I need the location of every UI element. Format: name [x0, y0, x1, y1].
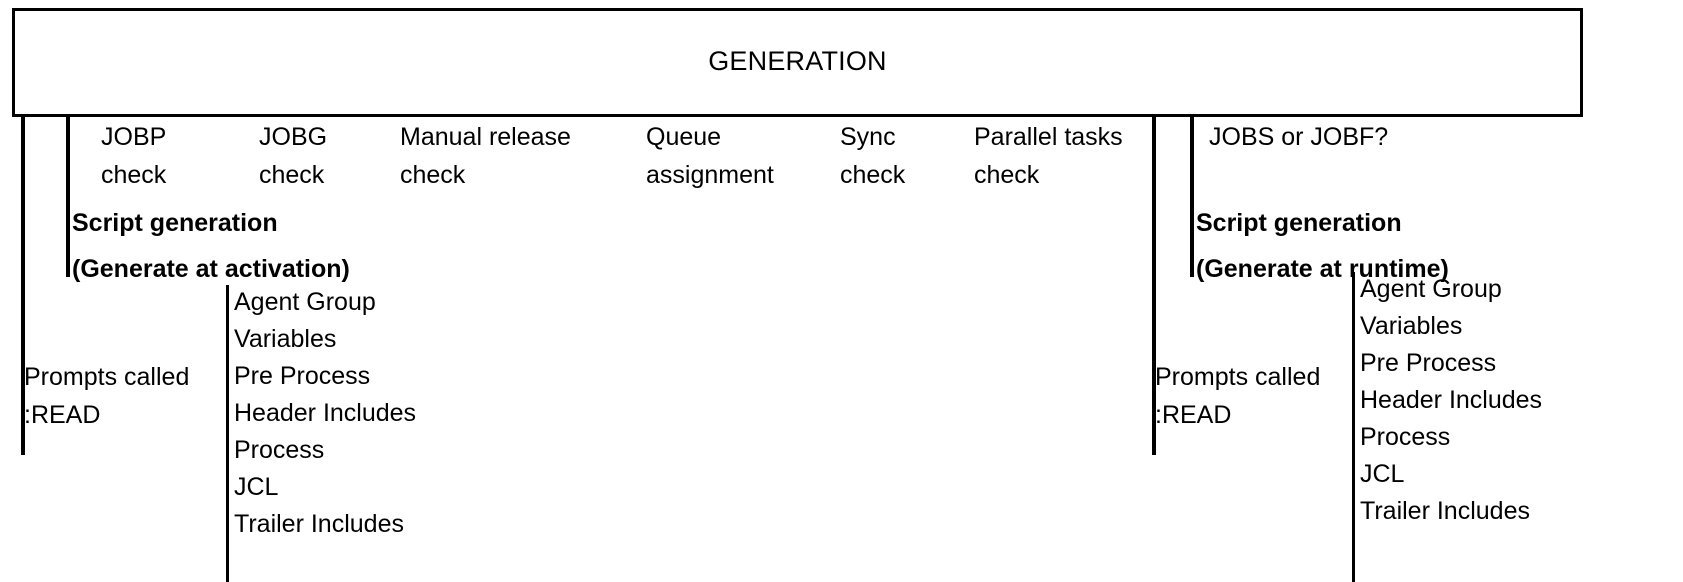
left-components-list: Agent Group Variables Pre Process Header…	[234, 284, 416, 543]
left-prompts-called-label: Prompts called :READ	[24, 358, 189, 434]
header-column-manual-release: Manual release check	[400, 118, 571, 194]
left-script-generation-heading: Script generation (Generate at activatio…	[72, 200, 350, 292]
header-column-jobg-line1: JOBG	[259, 123, 328, 151]
list-item: Pre Process	[234, 362, 371, 390]
header-column-parallel-tasks-line2: check	[974, 161, 1040, 189]
header-column-queue-line1: Queue	[646, 123, 722, 151]
right-script-generation-heading-line2: (Generate at runtime)	[1196, 255, 1449, 283]
left-script-generation-heading-line1: Script generation	[72, 209, 278, 237]
generation-box: GENERATION	[12, 8, 1583, 117]
header-column-jobg-line2: check	[259, 161, 325, 189]
header-column-parallel-tasks-line1: Parallel tasks	[974, 123, 1123, 151]
right-outer-connector-line	[1152, 117, 1156, 455]
jobs-or-jobf-question: JOBS or JOBF?	[1209, 123, 1389, 151]
list-item: Trailer Includes	[234, 510, 404, 538]
header-column-manual-release-line2: check	[400, 161, 466, 189]
header-column-sync: Sync check	[840, 118, 905, 194]
list-item: JCL	[1360, 460, 1405, 488]
generation-title: GENERATION	[708, 46, 887, 76]
header-column-sync-line2: check	[840, 161, 906, 189]
right-script-generation-heading-line1: Script generation	[1196, 209, 1402, 237]
left-prompts-called-line2: :READ	[24, 401, 101, 429]
list-item: JCL	[234, 473, 279, 501]
right-prompts-called-line2: :READ	[1155, 401, 1232, 429]
list-item: Trailer Includes	[1360, 497, 1530, 525]
left-outer-connector-line	[21, 117, 25, 455]
left-inner-connector-line	[66, 117, 70, 277]
left-prompts-called-line1: Prompts called	[24, 363, 190, 391]
right-components-bracket-line	[1352, 272, 1355, 582]
list-item: Variables	[1360, 312, 1463, 340]
list-item: Variables	[234, 325, 337, 353]
header-column-jobg: JOBG check	[259, 118, 327, 194]
right-prompts-called-label: Prompts called :READ	[1155, 358, 1320, 434]
header-column-parallel-tasks: Parallel tasks check	[974, 118, 1123, 194]
header-column-sync-line1: Sync	[840, 123, 896, 151]
header-column-queue: Queue assignment	[646, 118, 774, 194]
list-item: Pre Process	[1360, 349, 1497, 377]
list-item: Agent Group	[1360, 275, 1502, 303]
header-column-jobp-line2: check	[101, 161, 167, 189]
header-column-manual-release-line1: Manual release	[400, 123, 571, 151]
right-script-generation-heading: Script generation (Generate at runtime)	[1196, 200, 1449, 292]
header-column-queue-line2: assignment	[646, 161, 774, 189]
list-item: Agent Group	[234, 288, 376, 316]
header-column-jobp: JOBP check	[101, 118, 166, 194]
list-item: Header Includes	[234, 399, 417, 427]
list-item: Process	[234, 436, 325, 464]
left-script-generation-heading-line2: (Generate at activation)	[72, 255, 350, 283]
right-prompts-called-line1: Prompts called	[1155, 363, 1321, 391]
list-item: Process	[1360, 423, 1451, 451]
right-inner-connector-line	[1190, 117, 1194, 277]
header-column-jobp-line1: JOBP	[101, 123, 167, 151]
list-item: Header Includes	[1360, 386, 1543, 414]
left-components-bracket-line	[226, 285, 229, 582]
right-components-list: Agent Group Variables Pre Process Header…	[1360, 271, 1542, 530]
